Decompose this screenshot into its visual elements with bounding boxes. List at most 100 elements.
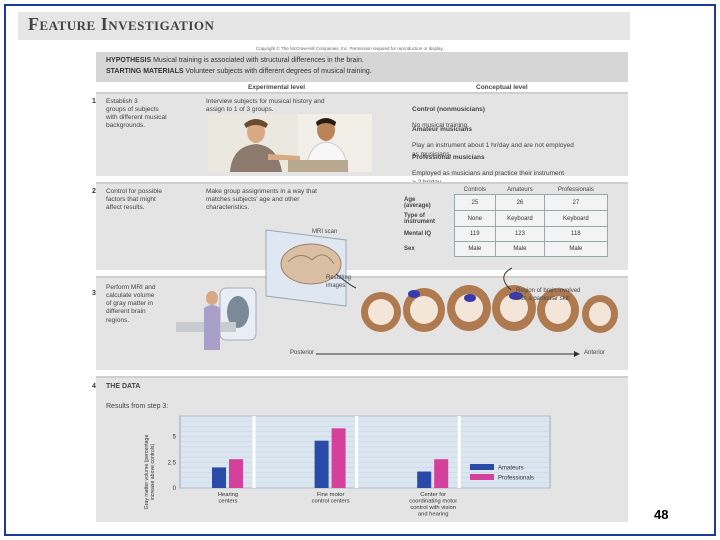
table-cell: Male xyxy=(495,241,545,257)
step-4-number: 4 xyxy=(92,383,96,390)
y-tick-label: 0 xyxy=(173,486,177,492)
legend-swatch xyxy=(470,474,494,480)
gray-matter-bar-chart: Gray matter volume (percentageincrease a… xyxy=(144,415,551,518)
bar-professionals xyxy=(434,459,449,488)
step-1-description: Establish 3 groups of subjects with diff… xyxy=(106,98,167,130)
table-cell: 27 xyxy=(543,194,609,211)
brain-sections xyxy=(361,285,618,333)
mri-illustration xyxy=(176,229,618,357)
y-tick-label: 2.5 xyxy=(168,460,177,466)
x-tick-label-line: and hearing xyxy=(418,512,449,518)
x-tick-label-line: control centers xyxy=(312,499,350,505)
bar-professionals xyxy=(229,459,243,488)
x-tick-label-line: control with vision xyxy=(410,505,456,511)
legend-swatch xyxy=(470,464,494,470)
table-cell: Male xyxy=(453,241,497,257)
copyright-notice: Copyright © The McGraw-Hill Companies, I… xyxy=(256,46,444,51)
professional-title: Professional musicians xyxy=(412,154,485,162)
table-row: Type of instrument None Keyboard Keyboar… xyxy=(402,210,609,227)
table-corner xyxy=(402,186,454,195)
table-cell: 119 xyxy=(453,226,497,242)
table-cell: 25 xyxy=(453,194,497,211)
row-label-sex: Sex xyxy=(404,246,415,252)
legend-label: Professionals xyxy=(498,476,534,482)
table-cell: None xyxy=(453,210,497,227)
hypothesis-line: HYPOTHESIS Musical training is associate… xyxy=(106,57,364,64)
interview-illustration xyxy=(208,114,372,172)
legend-label: Amateurs xyxy=(498,466,524,472)
interview-photo xyxy=(208,114,372,172)
step-3-description: Perform MRI and calculate volume of gray… xyxy=(106,284,156,324)
data-title: THE DATA xyxy=(106,383,141,390)
bar-amateurs xyxy=(417,471,432,488)
row-label-iq: Mental IQ xyxy=(404,231,432,237)
table-cell: 123 xyxy=(495,226,545,242)
hypothesis-label: HYPOTHESIS xyxy=(106,57,152,64)
y-tick-labels: 02.55 xyxy=(168,435,177,492)
technician-body xyxy=(204,305,220,350)
y-tick-label: 5 xyxy=(173,435,177,441)
materials-text: Volunteer subjects with different degree… xyxy=(185,68,372,75)
x-tick-label-line: centers xyxy=(218,499,237,505)
slide-frame xyxy=(4,4,716,536)
bars xyxy=(212,416,461,488)
table-row: Mental IQ 119 123 118 xyxy=(402,226,609,242)
step-1-number: 1 xyxy=(92,98,96,105)
data-subtitle: Results from step 3: xyxy=(106,403,169,410)
header-amateurs: Amateurs xyxy=(507,187,533,193)
amateur-title: Amateur musicians xyxy=(412,126,472,134)
conceptual-amateur: Amateur musicians Play an instrument abo… xyxy=(412,118,622,159)
header-band xyxy=(18,12,630,40)
hypothesis-text: Musical training is associated with stru… xyxy=(153,57,364,64)
page-number: 48 xyxy=(654,507,669,522)
amateur-body: Play an instrument about 1 hr/day and ar… xyxy=(412,142,574,158)
row-label-age: Age (average) xyxy=(404,196,431,209)
step-2-experimental: Make group assignments in a way that mat… xyxy=(206,188,317,212)
groups-table-header-row: Controls Amateurs Professionals xyxy=(402,186,608,195)
x-tick-label-line: Hearing xyxy=(218,492,238,498)
x-tick-label-line: Fine motor xyxy=(317,492,345,498)
header-controls: Controls xyxy=(463,187,486,193)
step-2-number: 2 xyxy=(92,188,96,195)
row-label-instrument: Type of instrument xyxy=(404,212,436,225)
mri-bore xyxy=(227,296,249,328)
table-cell: 26 xyxy=(495,194,545,211)
y-axis-label-line: Gray matter volume (percentage xyxy=(144,435,150,510)
conceptual-professional: Professional musicians Employed as music… xyxy=(412,146,622,187)
materials-line: STARTING MATERIALS Volunteer subjects wi… xyxy=(106,68,372,75)
control-title: Control (nonmusicians) xyxy=(412,106,485,114)
brain-region-label: Region of brain involved with a particul… xyxy=(516,288,581,302)
y-axis-label: Gray matter volume (percentageincrease a… xyxy=(144,435,156,510)
control-body: No musical training. xyxy=(412,122,470,130)
table-row: Sex Male Male Male xyxy=(402,241,609,257)
images-arrow xyxy=(335,273,357,289)
table-cell: Male xyxy=(543,241,609,257)
step-1-experimental: Interview subjects for musical history a… xyxy=(206,98,325,114)
y-axis-label-line: increase above controls) xyxy=(150,443,156,500)
table-row: Age (average) 25 26 27 xyxy=(402,194,609,211)
bar-amateurs xyxy=(314,440,329,488)
experimental-level-heading: Experimental level xyxy=(248,84,306,91)
region-arrow xyxy=(503,267,513,291)
step-3-number: 3 xyxy=(92,290,96,297)
mri-scan-label: MRI scan xyxy=(312,229,338,235)
resulting-images-label: Resulting images xyxy=(326,275,352,289)
conceptual-level-heading: Conceptual level xyxy=(476,84,528,91)
materials-label: STARTING MATERIALS xyxy=(106,68,184,75)
step-2-description: Control for possible factors that might … xyxy=(106,188,162,212)
technician-head xyxy=(206,291,218,305)
x-tick-label-line: Center for xyxy=(420,492,446,498)
table-cell: Keyboard xyxy=(543,210,609,227)
bar-professionals xyxy=(331,428,346,488)
table-cell: Keyboard xyxy=(495,210,545,227)
conceptual-control: Control (nonmusicians) No musical traini… xyxy=(412,98,622,131)
brain-scan-image xyxy=(280,243,342,285)
groups-table: Controls Amateurs Professionals Age (ave… xyxy=(402,186,609,257)
header-professionals: Professionals xyxy=(557,187,594,193)
bar-amateurs xyxy=(212,467,226,488)
hypothesis-band xyxy=(96,52,628,82)
